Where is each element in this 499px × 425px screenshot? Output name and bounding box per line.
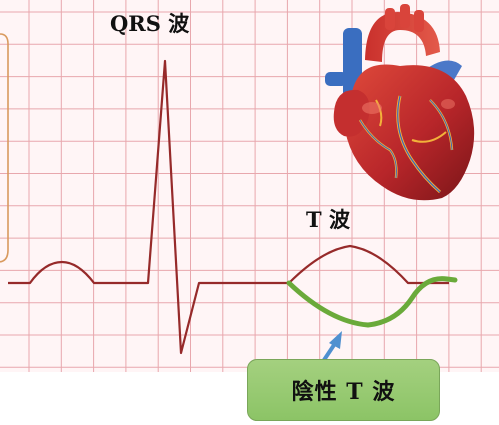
inverted-t-wave-label: 陰性 T 波 bbox=[292, 374, 396, 406]
t-wave-label: T 波 bbox=[306, 207, 351, 232]
qrs-wave-label: QRS 波 bbox=[110, 11, 190, 36]
inverted-t-wave-label-box: 陰性 T 波 bbox=[247, 359, 440, 421]
